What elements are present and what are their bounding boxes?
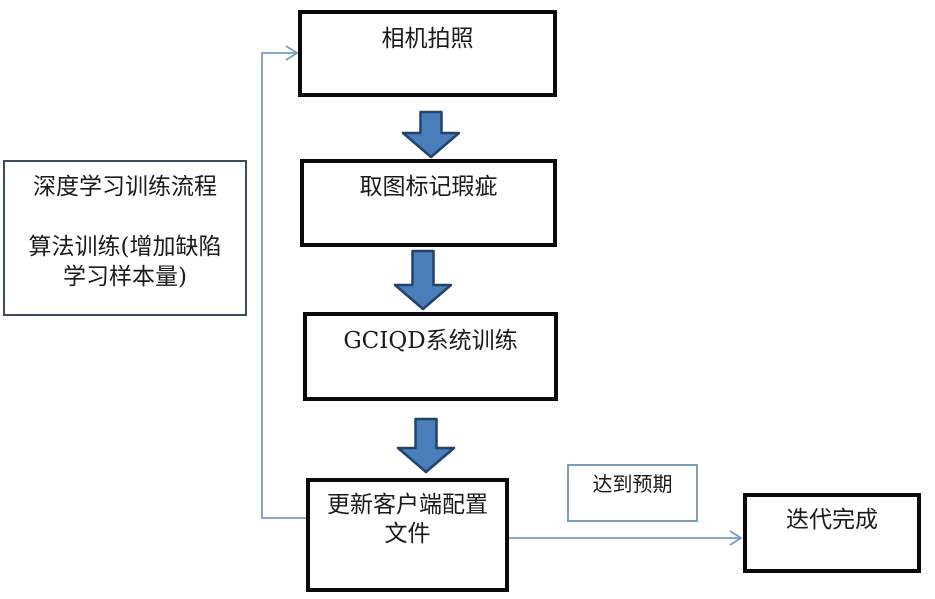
side-note-line-3: 学习样本量) bbox=[63, 264, 187, 290]
step-box-update-config: 更新客户端配置 文件 bbox=[306, 478, 509, 592]
step-label-line-2: 文件 bbox=[384, 521, 431, 547]
loop-arrowhead-icon bbox=[285, 45, 299, 61]
loop-connector-line bbox=[261, 52, 306, 519]
step-box-gciqd-training: GCIQD系统训练 bbox=[303, 312, 558, 401]
end-box-iteration-complete: 迭代完成 bbox=[743, 493, 921, 573]
step-box-camera-capture: 相机拍照 bbox=[298, 10, 557, 97]
side-note-gap bbox=[5, 202, 245, 232]
down-block-arrow-1 bbox=[401, 110, 461, 159]
condition-label-box: 达到预期 bbox=[567, 464, 698, 522]
step-label: GCIQD系统训练 bbox=[343, 328, 518, 354]
loop-connector-group bbox=[261, 45, 743, 546]
condition-label: 达到预期 bbox=[592, 472, 673, 496]
block-arrows-group bbox=[393, 110, 461, 474]
down-block-arrow-3 bbox=[396, 417, 456, 474]
step-label-line-1: 更新客户端配置 bbox=[327, 492, 488, 518]
side-note-box: 深度学习训练流程 算法训练(增加缺陷 学习样本量) bbox=[3, 160, 247, 316]
step-box-mark-defects: 取图标记瑕疵 bbox=[300, 159, 557, 247]
result-arrowhead-icon bbox=[729, 530, 743, 546]
end-label: 迭代完成 bbox=[786, 507, 878, 533]
side-note-line-2: 算法训练(增加缺陷 bbox=[28, 234, 222, 260]
side-note-line-1: 深度学习训练流程 bbox=[33, 174, 217, 200]
down-block-arrow-2 bbox=[393, 249, 453, 311]
step-label: 取图标记瑕疵 bbox=[359, 174, 498, 200]
step-label: 相机拍照 bbox=[381, 26, 474, 52]
